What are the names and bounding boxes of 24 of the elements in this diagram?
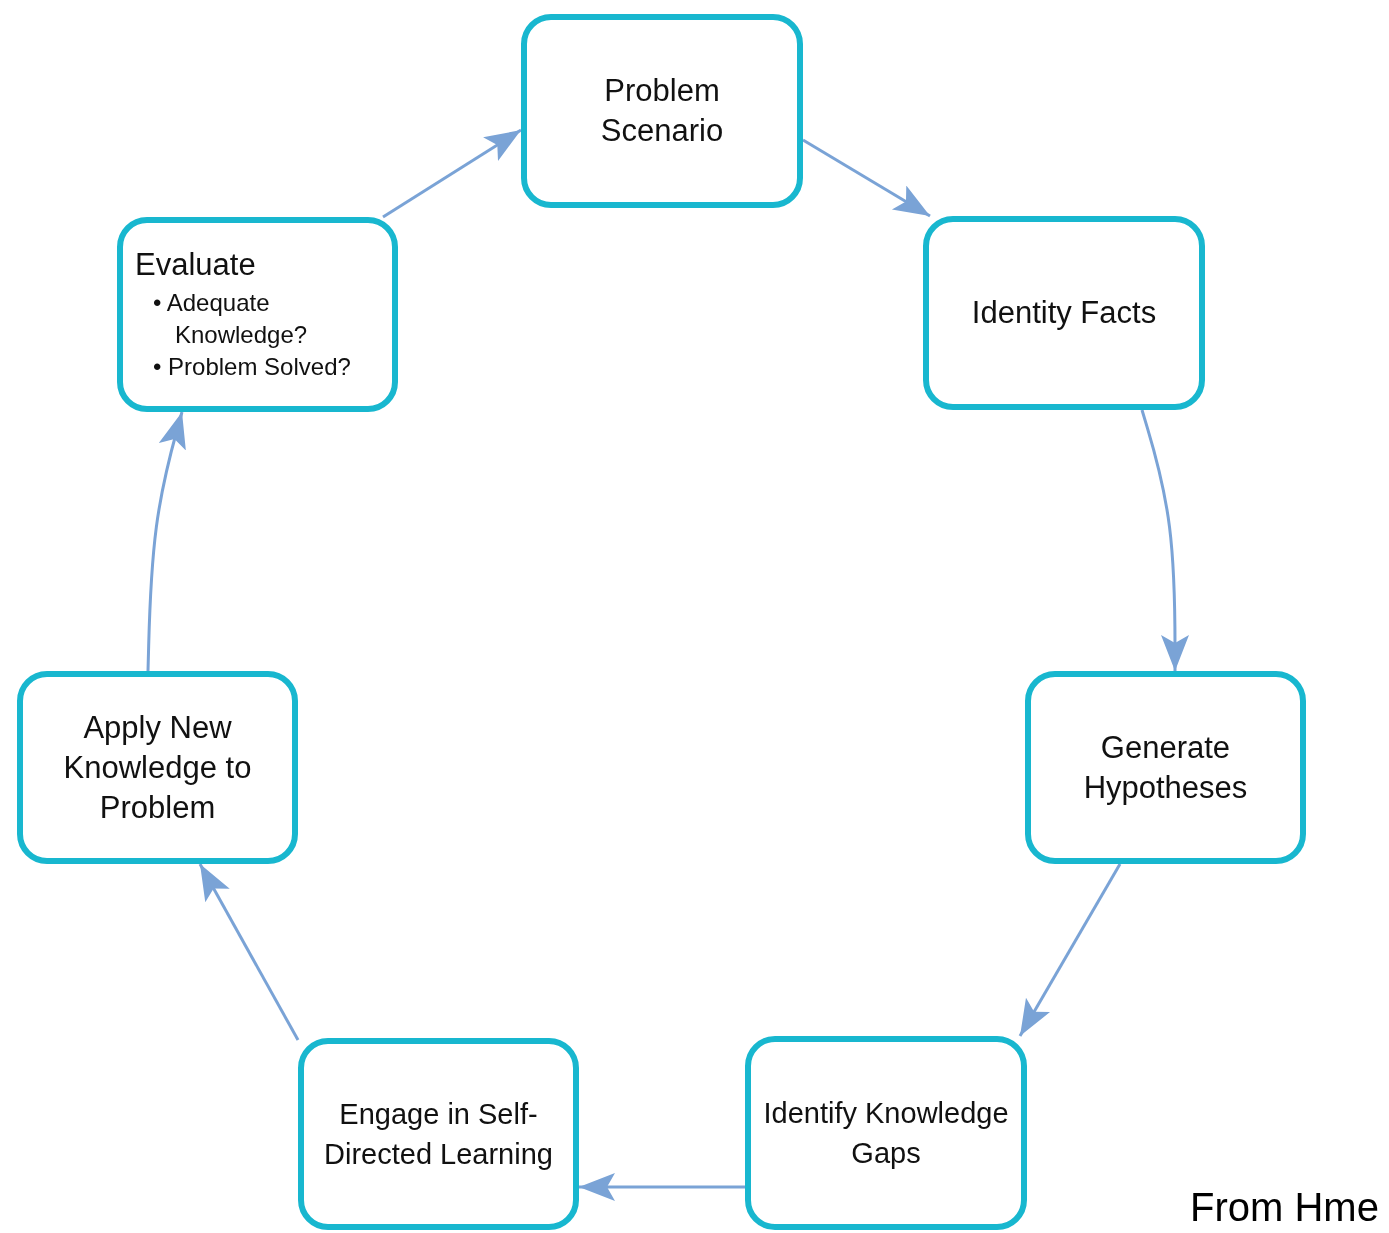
process-box (298, 1038, 579, 1230)
arrow (198, 863, 300, 1041)
arrow (382, 128, 522, 219)
box-heading: Evaluate (135, 246, 256, 284)
process-box (745, 1036, 1027, 1230)
process-box (923, 216, 1205, 410)
bullet-item: • Problem Solved? (153, 352, 351, 382)
bullet-item: • Adequate Knowledge? (153, 288, 309, 350)
process-box (1025, 671, 1306, 864)
box-label: Engage in Self-Directed Learning (323, 1097, 554, 1172)
box-label: Identity Facts (971, 294, 1157, 332)
process-box (17, 671, 298, 864)
process-box (117, 217, 398, 412)
box-label: Problem Scenario (599, 72, 725, 150)
arrow (802, 138, 931, 218)
source-note: From Hme (1190, 1185, 1379, 1230)
arrow (579, 1173, 745, 1201)
arrow (1140, 409, 1189, 671)
box-label: Identify Knowledge Gaps (762, 1096, 1010, 1171)
arrow (1018, 863, 1122, 1037)
box-label: Apply New Knowledge to Problem (62, 708, 253, 827)
box-label: Generate Hypotheses (1082, 728, 1249, 807)
arrow (146, 411, 186, 672)
process-box (521, 14, 803, 208)
